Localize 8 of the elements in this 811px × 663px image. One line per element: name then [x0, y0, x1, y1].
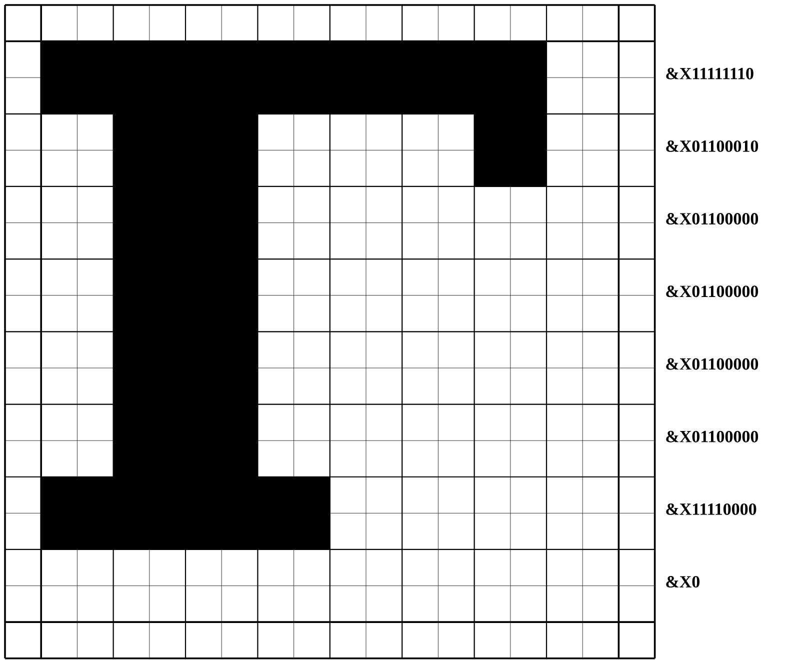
row-label: &X01100000	[666, 430, 758, 442]
row-label: &X11110000	[666, 503, 756, 515]
row-label: &X01100000	[666, 213, 758, 225]
row-label: &X01100000	[666, 286, 758, 298]
row-label: &X01100010	[666, 140, 758, 152]
row-label: &X01100000	[666, 358, 758, 370]
row-label: &X11111110	[666, 68, 754, 80]
row-label: &X0	[666, 576, 700, 588]
